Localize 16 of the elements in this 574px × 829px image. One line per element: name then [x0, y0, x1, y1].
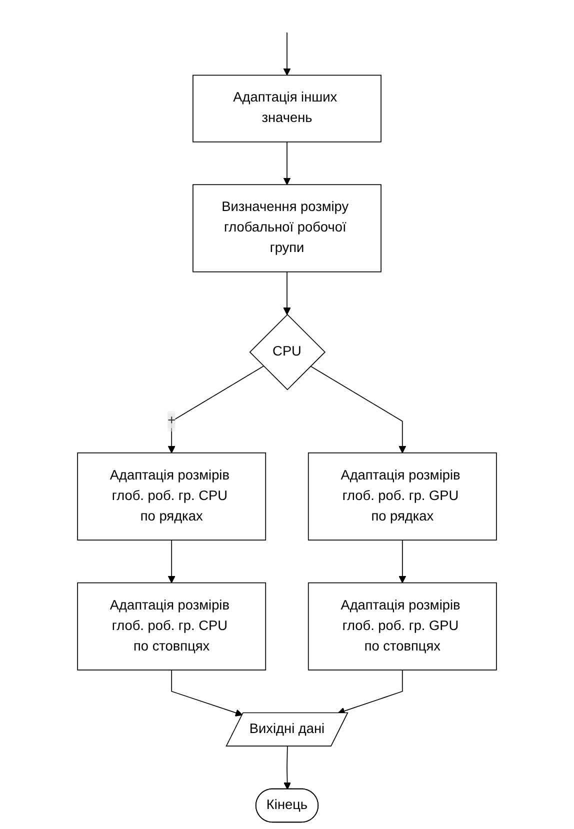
node-box: Визначення розміру глобальної робочої групи — [192, 184, 382, 272]
arrow — [171, 670, 243, 716]
node-box: Адаптація розмірів глоб. роб. гр. CPU по стовпцях — [77, 582, 266, 670]
edge-label: + — [168, 414, 176, 428]
node-box: Адаптація розмірів глоб. роб. гр. GPU по стовпцях — [308, 582, 497, 670]
node-box: Адаптація інших значень — [192, 74, 382, 142]
arrow — [284, 746, 292, 790]
arrow — [168, 540, 176, 584]
arrow — [283, 141, 291, 185]
node-diamond: CPU — [249, 314, 326, 390]
arrow — [283, 271, 291, 315]
arrow — [283, 32, 291, 76]
arrow — [398, 540, 406, 584]
node-box: Адаптація розмірів глоб. роб. гр. GPU по рядках — [308, 452, 497, 540]
arrow — [310, 366, 406, 454]
node-box: Адаптація розмірів глоб. роб. гр. CPU по рядках — [77, 452, 266, 540]
